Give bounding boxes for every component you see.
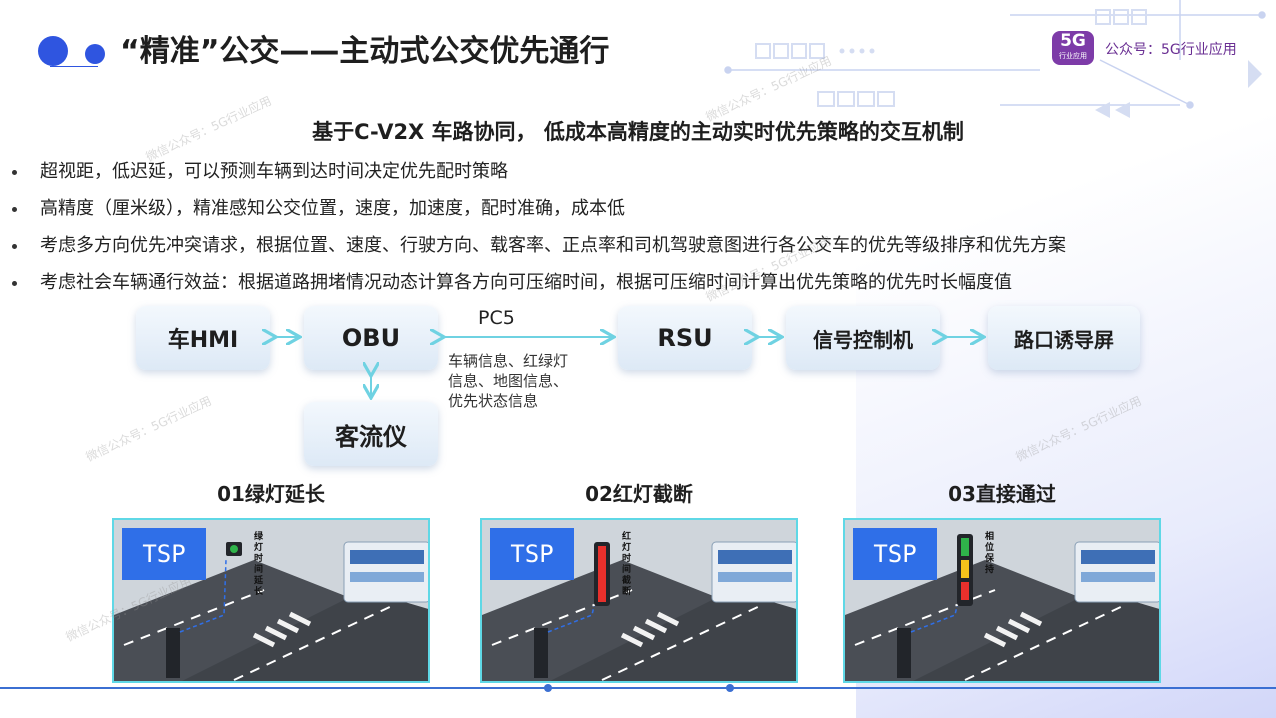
node-obu: OBU (304, 306, 438, 370)
page-title: “精准”公交——主动式公交优先通行 (120, 34, 610, 69)
light-caption: 红灯时间截断 (622, 532, 632, 597)
bullet-text: 超视距，低迟延，可以预测车辆到达时间决定优先配时策略 (40, 161, 508, 182)
case-title-direct-pass: 03直接通过 (948, 482, 1056, 506)
tsp-badge: TSP (853, 528, 937, 580)
bullet-item: 高精度（厘米级），精准感知公交位置，速度，加速度，配时准确，成本低 (10, 195, 1066, 232)
scene-panel-direct-pass: TSP 相位保持 (843, 518, 1161, 683)
message-info-text: 车辆信息、红绿灯 信息、地图信息、 优先状态信息 (448, 352, 569, 410)
footer-line-dot (544, 684, 552, 692)
brand-logo-subtext: 行业应用 (1059, 52, 1087, 60)
bullet-dot (12, 207, 17, 212)
tsp-badge: TSP (490, 528, 574, 580)
node-passenger-counter: 客流仪 (304, 402, 438, 466)
footer-line (0, 687, 1276, 689)
bullet-dot (12, 244, 17, 249)
light-caption: 绿灯时间延长 (254, 532, 264, 597)
node-signal-controller: 信号控制机 (786, 306, 940, 370)
light-caption: 相位保持 (985, 532, 995, 575)
bullet-dot (12, 281, 17, 286)
bullet-text: 考虑社会车辆通行效益：根据道路拥堵情况动态计算各方向可压缩时间，根据可压缩时间计… (40, 272, 1012, 293)
tsp-badge: TSP (122, 528, 206, 580)
scene-panel-green-extend: TSP 绿灯时间延长 (112, 518, 430, 683)
title-decor-dot-small (85, 44, 105, 64)
node-guide-screen: 路口诱导屏 (988, 306, 1140, 370)
bullet-item: 考虑社会车辆通行效益：根据道路拥堵情况动态计算各方向可压缩时间，根据可压缩时间计… (10, 269, 1066, 306)
title-decor-dot-large (38, 36, 68, 66)
bullet-dot (12, 170, 17, 175)
slide-subtitle: 基于C-V2X 车路协同， 低成本高精度的主动实时优先策略的交互机制 (312, 120, 964, 144)
account-label: 公众号：5G行业应用 (1105, 42, 1237, 58)
intersection-scene (845, 520, 1159, 681)
case-title-green-extend: 01绿灯延长 (217, 482, 325, 506)
node-rsu: RSU (618, 306, 752, 370)
bullet-list: 超视距，低迟延，可以预测车辆到达时间决定优先配时策略 高精度（厘米级），精准感知… (10, 158, 1066, 306)
scene-panel-red-truncate: TSP 红灯时间截断 (480, 518, 798, 683)
bullet-item: 超视距，低迟延，可以预测车辆到达时间决定优先配时策略 (10, 158, 1066, 195)
brand-logo-text: 5G (1060, 31, 1086, 51)
case-title-red-truncate: 02红灯截断 (585, 482, 693, 506)
intersection-scene (482, 520, 796, 681)
node-vehicle-hmi: 车HMI (136, 306, 270, 370)
bullet-text: 高精度（厘米级），精准感知公交位置，速度，加速度，配时准确，成本低 (40, 198, 625, 219)
title-decor-line (50, 66, 98, 67)
bullet-item: 考虑多方向优先冲突请求，根据位置、速度、行驶方向、载客率、正点率和司机驾驶意图进… (10, 232, 1066, 269)
bullet-text: 考虑多方向优先冲突请求，根据位置、速度、行驶方向、载客率、正点率和司机驾驶意图进… (40, 235, 1066, 256)
brand-logo: 5G 行业应用 (1052, 31, 1094, 65)
footer-line-dot (726, 684, 734, 692)
pc5-link-label: PC5 (478, 307, 515, 329)
